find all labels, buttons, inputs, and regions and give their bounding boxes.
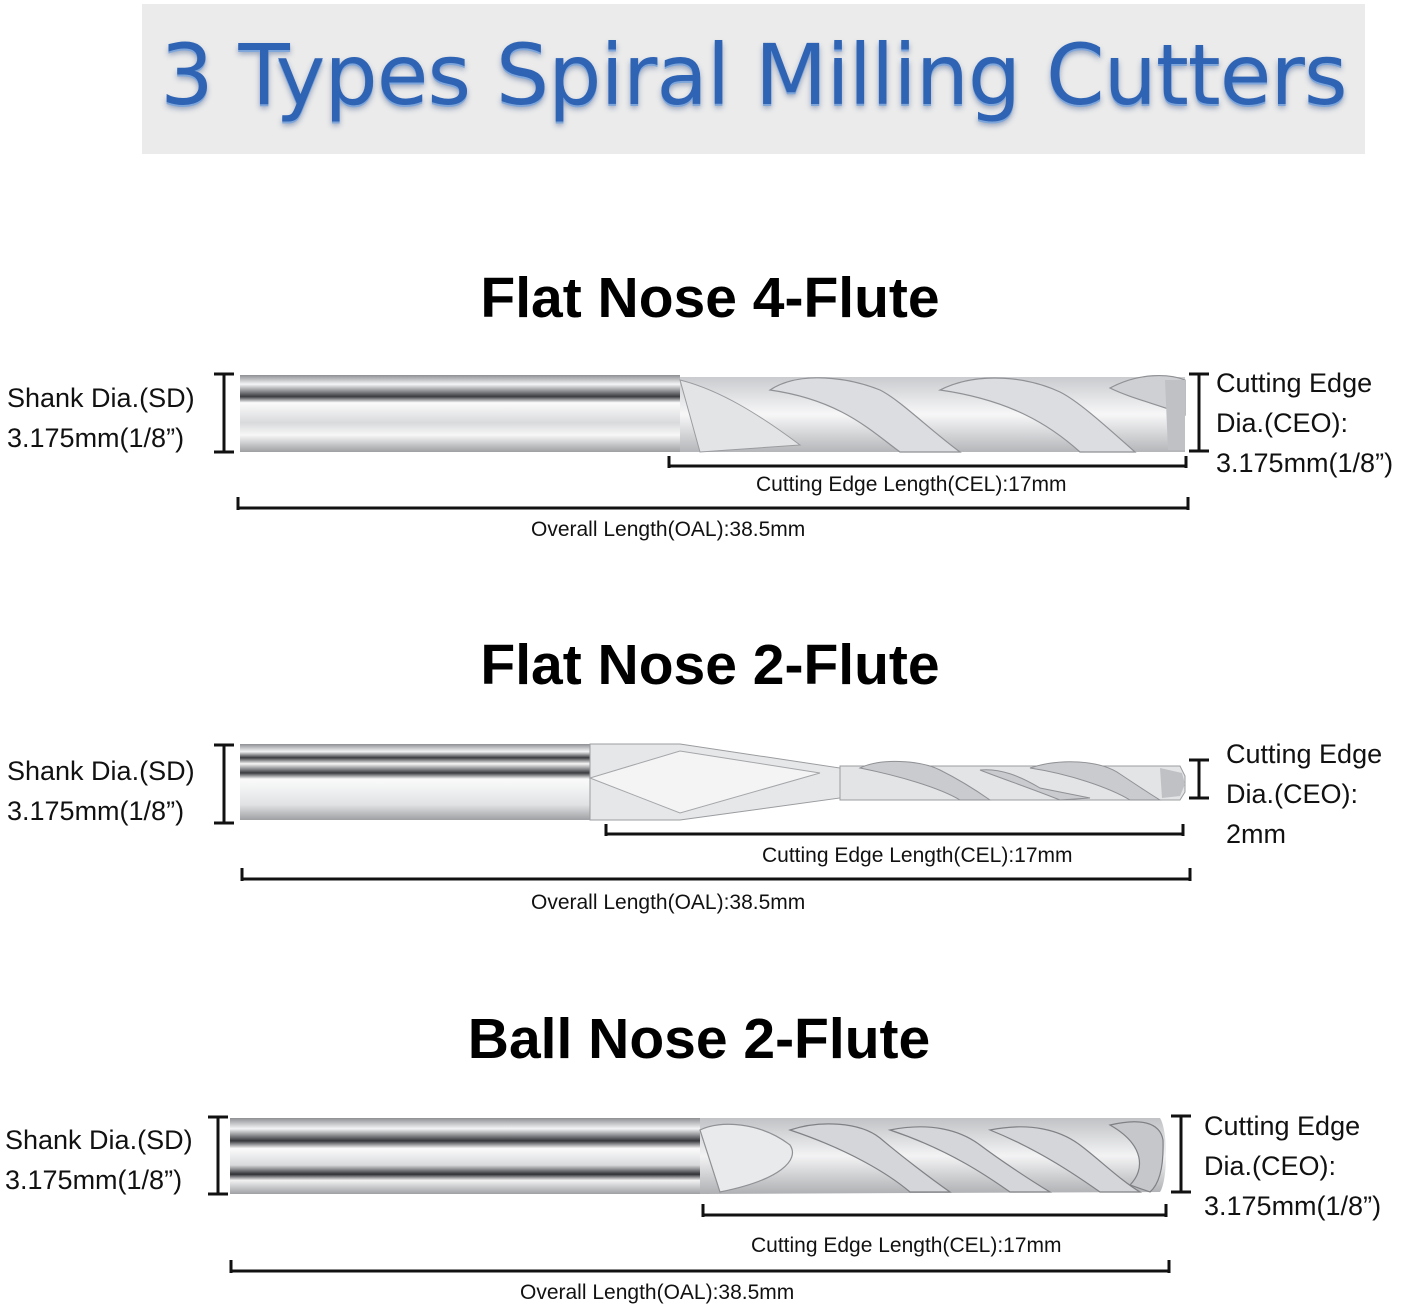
- ball-nose-2-flute-end-mill-icon: [208, 1114, 1191, 1273]
- cutting-length-dimension: [667, 456, 1188, 468]
- shank-body: [240, 744, 600, 820]
- tool-section-ball-nose-2-flute: Ball Nose 2-Flute: [0, 980, 1420, 1310]
- shank-diameter-label: Shank Dia.(SD)3.175mm(1/8”): [7, 383, 195, 453]
- tool-heading: Flat Nose 4-Flute: [480, 266, 940, 330]
- cutting-length-label: Cutting Edge Length(CEL):17mm: [751, 1234, 1062, 1257]
- cutting-diameter-bracket: [1189, 758, 1209, 800]
- overall-length-label: Overall Length(OAL):38.5mm: [531, 891, 806, 914]
- overall-length-dimension: [240, 868, 1192, 881]
- cutting-diameter-bracket: [1171, 1114, 1191, 1194]
- shank-diameter-bracket: [208, 1115, 228, 1196]
- cutting-length-label: Cutting Edge Length(CEL):17mm: [756, 473, 1067, 496]
- cutting-length-label: Cutting Edge Length(CEL):17mm: [762, 844, 1073, 867]
- overall-length-dimension: [229, 1260, 1171, 1273]
- title-banner: 3 Types Spiral Milling Cutters: [142, 4, 1365, 154]
- tool-section-flat-nose-2-flute: Flat Nose 2-Flute: [0, 608, 1420, 938]
- tool-heading: Ball Nose 2-Flute: [467, 1007, 931, 1071]
- shank-diameter-bracket: [214, 743, 234, 825]
- page-title: 3 Types Spiral Milling Cutters: [160, 26, 1347, 124]
- shank-diameter-bracket: [214, 372, 234, 454]
- shank-diameter-label: Shank Dia.(SD)3.175mm(1/8”): [7, 756, 195, 826]
- overall-length-dimension: [236, 497, 1190, 510]
- cutting-diameter-bracket: [1189, 372, 1209, 453]
- overall-length-label: Overall Length(OAL):38.5mm: [520, 1281, 795, 1304]
- tool-heading: Flat Nose 2-Flute: [480, 633, 940, 697]
- cutting-length-dimension: [604, 824, 1185, 836]
- cutting-length-dimension: [701, 1204, 1168, 1217]
- tool-section-flat-nose-4-flute: Flat Nose 4-Flute: [0, 240, 1420, 570]
- flat-nose-4-flute-end-mill-icon: [214, 372, 1209, 510]
- flat-nose-2-flute-end-mill-icon: [214, 743, 1209, 881]
- shank-diameter-label: Shank Dia.(SD)3.175mm(1/8”): [5, 1125, 193, 1195]
- shank-body: [230, 1118, 710, 1194]
- overall-length-label: Overall Length(OAL):38.5mm: [531, 518, 806, 541]
- shank-body: [240, 375, 680, 452]
